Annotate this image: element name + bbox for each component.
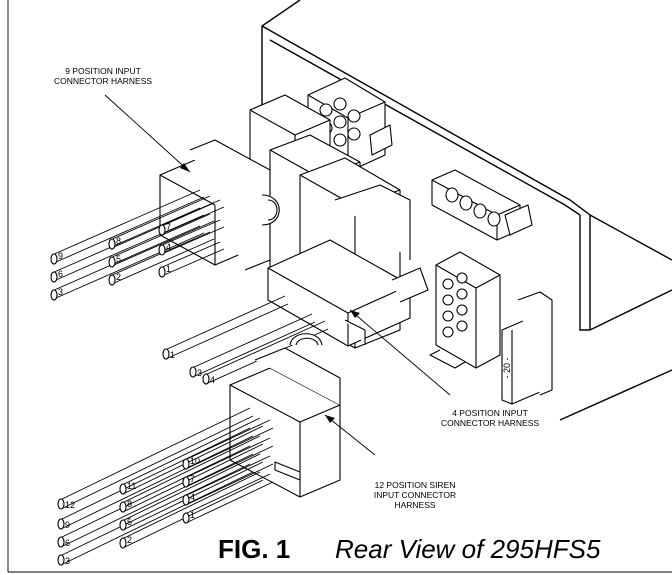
pin-label: 2 <box>116 272 121 282</box>
panel-connector-4pin <box>431 169 533 241</box>
pin-label: 1 <box>190 510 195 520</box>
harness-12-plug <box>229 333 341 498</box>
label-harness4-line2: CONNECTOR HARNESS <box>441 418 539 428</box>
callout-12: 12 POSITION SIREN INPUT CONNECTOR HARNES… <box>374 480 456 510</box>
pin-label: 7 <box>166 222 171 232</box>
pin-label: 6 <box>58 269 63 279</box>
label-harness4-line1: 4 POSITION INPUT <box>452 408 528 418</box>
pin-label: 3 <box>58 287 63 297</box>
pin-label: 10 <box>190 456 200 466</box>
marking-plate: - 20 - <box>501 291 553 405</box>
harness-12-wires: 12 11 10 9 8 7 6 5 4 3 2 1 <box>57 407 274 566</box>
pin-label: 8 <box>116 236 121 246</box>
label-harness9-line2: CONNECTOR HARNESS <box>54 76 152 86</box>
pin-label: 4 <box>210 375 215 385</box>
pin-label: 4 <box>190 492 195 502</box>
pin-label: 5 <box>116 254 121 264</box>
harness-4-plug <box>267 239 429 347</box>
callout-9: 9 POSITION INPUT CONNECTOR HARNESS <box>54 66 152 86</box>
figure-number: FIG. 1 <box>218 534 290 564</box>
pin-label: 1 <box>170 350 175 360</box>
label-harness9-line1: 9 POSITION INPUT <box>65 66 141 76</box>
leader-lines <box>104 94 451 456</box>
unit-marking: - 20 - <box>502 357 512 378</box>
callout-4: 4 POSITION INPUT CONNECTOR HARNESS <box>441 408 539 428</box>
pin-label: 11 <box>127 481 136 491</box>
pin-label: 2 <box>127 535 132 545</box>
pin-label: 3 <box>65 556 70 566</box>
label-harness12-line2: INPUT CONNECTOR <box>374 490 456 500</box>
pin-label: 12 <box>65 500 75 510</box>
pin-label: 6 <box>65 538 70 548</box>
harness-9-wires: 9 8 7 6 5 4 3 2 1 <box>50 189 225 301</box>
figure-title: Rear View of 295HFS5 <box>335 534 601 564</box>
pin-label: 9 <box>58 251 63 261</box>
pin-label: 8 <box>127 499 132 509</box>
panel-connector-12pin <box>429 251 501 369</box>
harness-9-plug <box>159 139 280 271</box>
pin-label: 5 <box>127 517 132 527</box>
label-harness12-line3: HARNESS <box>394 500 435 510</box>
pin-label: 9 <box>65 520 70 530</box>
pin-label: 7 <box>190 474 195 484</box>
figure-border <box>7 0 672 573</box>
figure-caption: FIG. 1 Rear View of 295HFS5 <box>218 534 601 564</box>
pin-label: 4 <box>166 242 171 252</box>
pin-label: 1 <box>166 264 171 274</box>
label-harness12-line1: 12 POSITION SIREN <box>375 480 456 490</box>
pin-label: 3 <box>197 368 202 378</box>
